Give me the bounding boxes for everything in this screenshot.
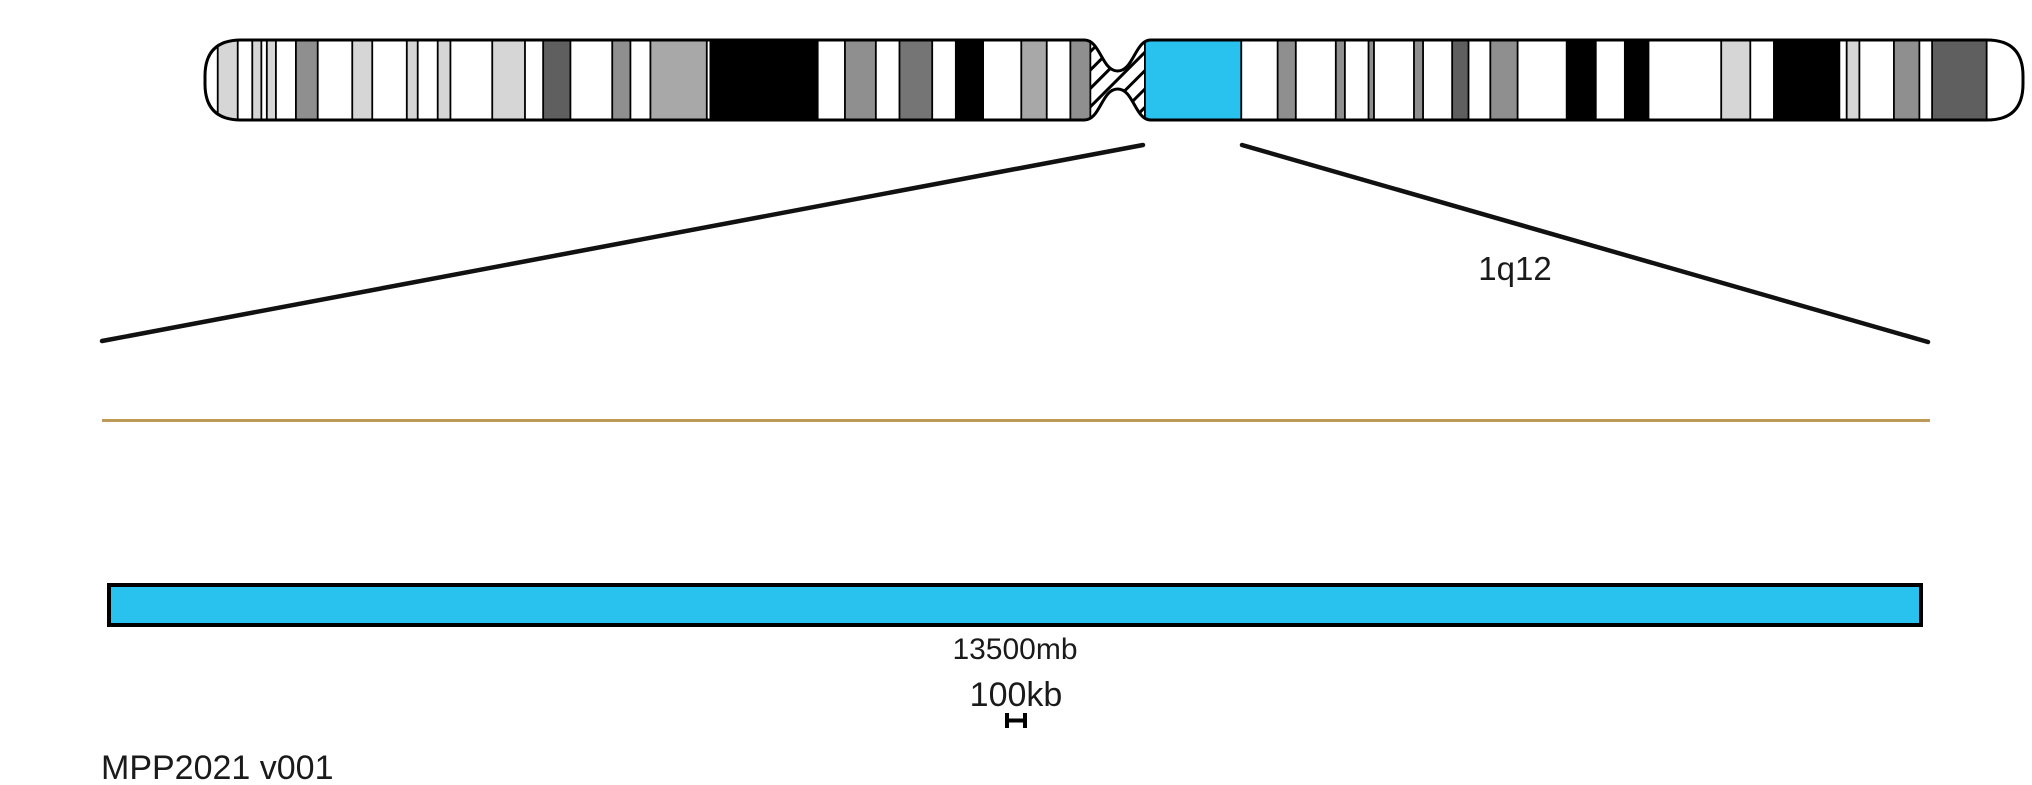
- cytoband: [1932, 40, 1987, 120]
- cytoband: [524, 40, 544, 120]
- cytoband: [1344, 40, 1369, 120]
- overview-baseline: [102, 419, 1930, 422]
- cytoband: [817, 40, 845, 120]
- cytoband: [252, 40, 262, 120]
- cytoband: [352, 40, 373, 120]
- cytoband: [217, 40, 238, 120]
- cytoband: [1413, 40, 1424, 120]
- version-label: MPP2021 v001: [101, 749, 334, 785]
- band-label: 1q12: [1478, 250, 1552, 287]
- cytoband: [406, 40, 418, 120]
- cytoband: [1517, 40, 1567, 120]
- cytoband: [1721, 40, 1751, 120]
- cytoband: [1335, 40, 1345, 120]
- cytoband: [1490, 40, 1518, 120]
- cytoband: [1452, 40, 1469, 120]
- cytoband: [1859, 40, 1894, 120]
- cytoband: [266, 40, 276, 120]
- cytoband: [1468, 40, 1491, 120]
- cytoband: [1839, 40, 1847, 120]
- cytoband: [1595, 40, 1625, 120]
- scale-label: 100kb: [969, 676, 1063, 714]
- cytoband: [1368, 40, 1374, 120]
- cytoband: [1750, 40, 1774, 120]
- cytoband: [844, 40, 876, 120]
- cytoband: [492, 40, 525, 120]
- cytoband: [437, 40, 451, 120]
- chromosome-outline: [203, 38, 2025, 122]
- cytoband: [543, 40, 571, 120]
- cytoband: [1070, 40, 1091, 120]
- cytoband: [612, 40, 631, 120]
- cytoband: [1295, 40, 1336, 120]
- cytoband: [317, 40, 353, 120]
- cytoband: [983, 40, 1022, 120]
- region-detail-bar: [107, 583, 1923, 627]
- cytoband: [1919, 40, 1933, 120]
- cytoband: [1046, 40, 1071, 120]
- highlighted-band-1q12: [1144, 40, 1242, 120]
- chromosome-bands: [205, 40, 2023, 120]
- position-label: 13500mb: [952, 633, 1078, 666]
- cytoband: [710, 40, 818, 120]
- cytoband: [275, 40, 296, 120]
- cytoband: [650, 40, 707, 120]
- cytoband: [932, 40, 956, 120]
- cytoband: [1624, 40, 1649, 120]
- cytoband: [706, 40, 711, 120]
- cytoband: [450, 40, 493, 120]
- cytoband: [1277, 40, 1296, 120]
- zoom-connector-left: [99, 142, 1146, 344]
- cytoband: [899, 40, 933, 120]
- cytoband: [955, 40, 984, 120]
- cytoband: [1566, 40, 1596, 120]
- cytoband: [1423, 40, 1453, 120]
- cytoband: [570, 40, 613, 120]
- cytoband: [417, 40, 438, 120]
- cytoband: [1648, 40, 1722, 120]
- cytoband: [630, 40, 651, 120]
- cytoband: [1373, 40, 1414, 120]
- cytoband: [295, 40, 318, 120]
- zoom-connector-right: [1239, 142, 1931, 345]
- cytoband: [237, 40, 253, 120]
- scale-bar-icon: [1005, 713, 1027, 728]
- cytoband: [1021, 40, 1047, 120]
- cytoband: [261, 40, 267, 120]
- cytoband: [1241, 40, 1278, 120]
- cytoband: [1846, 40, 1860, 120]
- cytoband: [875, 40, 900, 120]
- cytoband: [1893, 40, 1920, 120]
- cytoband: [1773, 40, 1840, 120]
- cytoband: [372, 40, 407, 120]
